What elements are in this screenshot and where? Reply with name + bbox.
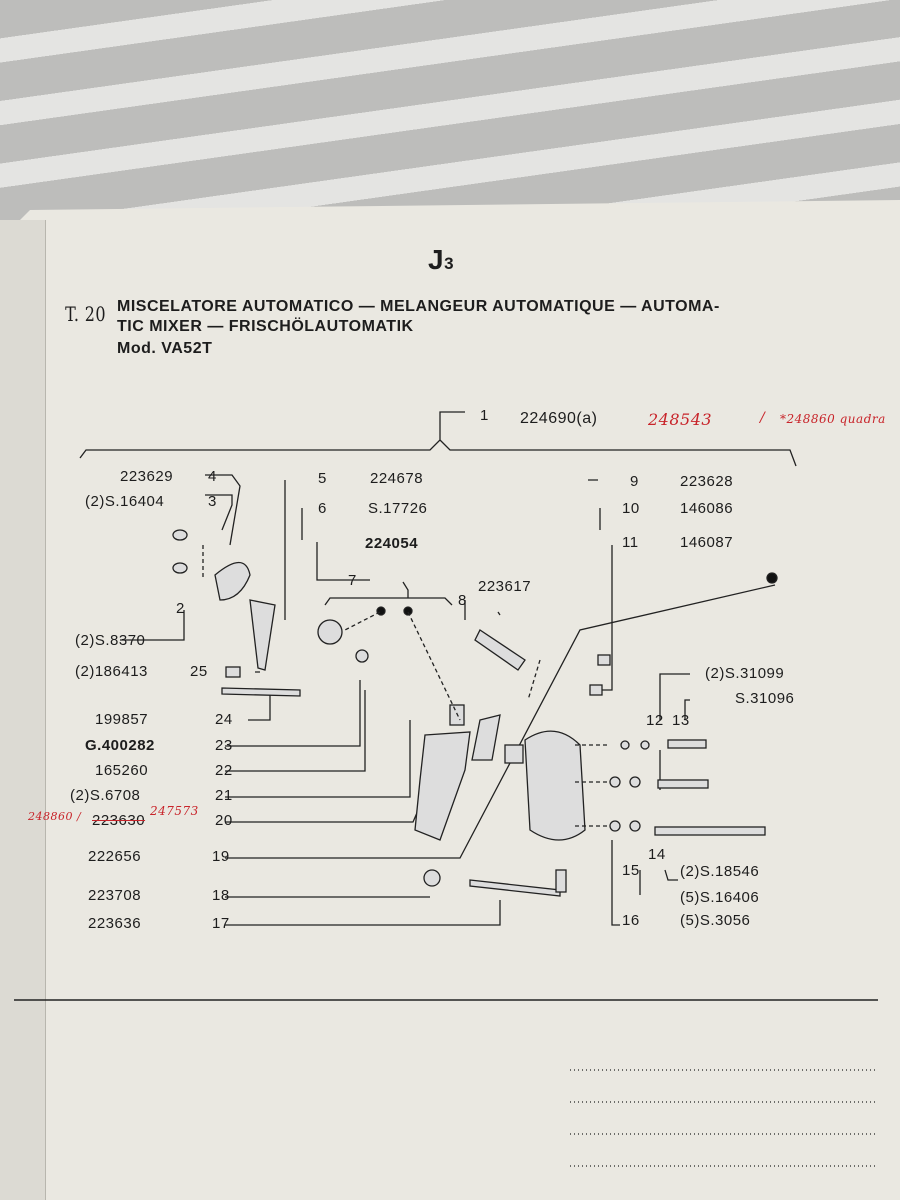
handwritten-note-2: *248860 quadra bbox=[780, 412, 886, 426]
part-code: S.31096 bbox=[735, 690, 795, 707]
part-code: 146086 bbox=[680, 500, 734, 517]
part-code: 223636 bbox=[88, 915, 142, 932]
part-code: 223628 bbox=[680, 473, 734, 490]
facing-page-edge bbox=[0, 220, 46, 1200]
part-code: 223630 bbox=[92, 812, 146, 829]
part-code: (5)S.16406 bbox=[680, 889, 760, 906]
part-number: 19 bbox=[212, 848, 230, 865]
part-number: 7 bbox=[348, 572, 357, 589]
part-number: 15 bbox=[622, 862, 640, 879]
part-code: (2)S.6708 bbox=[70, 787, 141, 804]
part-code: 222656 bbox=[88, 848, 142, 865]
part-code: 224054 bbox=[365, 535, 419, 552]
part-number: 14 bbox=[648, 846, 666, 863]
part-code: 223708 bbox=[88, 887, 142, 904]
table-number: T. 20 bbox=[65, 302, 106, 326]
part-code: 199857 bbox=[95, 711, 149, 728]
part-number: 21 bbox=[215, 787, 233, 804]
part-code: S.17726 bbox=[368, 500, 428, 517]
part-code: 165260 bbox=[95, 762, 149, 779]
part-number: 25 bbox=[190, 663, 208, 680]
assembly-code: 224690(a) bbox=[520, 410, 598, 427]
assembly-number: 1 bbox=[480, 407, 489, 424]
part-code: (2)S.18546 bbox=[680, 863, 760, 880]
handwritten-note-1: 248543 bbox=[648, 410, 713, 429]
page-letter: J3 bbox=[428, 244, 455, 275]
part-number: 11 bbox=[622, 534, 639, 551]
part-code: (2)186413 bbox=[75, 663, 148, 680]
part-number: 9 bbox=[630, 473, 639, 490]
part-number: 3 bbox=[208, 493, 217, 510]
handwritten-note: 248860 / bbox=[28, 810, 82, 823]
part-code: (5)S.3056 bbox=[680, 912, 751, 929]
part-number: 23 bbox=[215, 737, 233, 754]
part-code: 223617 bbox=[478, 578, 532, 595]
title-line-1: MISCELATORE AUTOMATICO — MELANGEUR AUTOM… bbox=[117, 298, 720, 315]
part-code: G.400282 bbox=[85, 737, 155, 754]
part-number: 20 bbox=[215, 812, 233, 829]
part-number: 4 bbox=[208, 468, 217, 485]
part-number: 16 bbox=[622, 912, 640, 929]
part-number: 8 bbox=[458, 592, 467, 609]
part-number: 22 bbox=[215, 762, 233, 779]
handwritten-sep: / bbox=[760, 410, 766, 426]
part-number: 10 bbox=[622, 500, 640, 517]
part-code: 224678 bbox=[370, 470, 424, 487]
part-number: 24 bbox=[215, 711, 233, 728]
part-number: 2 bbox=[176, 600, 185, 617]
catalog-page bbox=[0, 200, 900, 1200]
model: Mod. VA52T bbox=[117, 340, 213, 357]
part-number: 6 bbox=[318, 500, 327, 517]
part-number: 5 bbox=[318, 470, 327, 487]
part-number: 17 bbox=[212, 915, 230, 932]
part-code: (2)S.8370 bbox=[75, 632, 146, 649]
part-code: 223629 bbox=[120, 468, 174, 485]
part-number: 18 bbox=[212, 887, 230, 904]
title-line-2: TIC MIXER — FRISCHÖLAUTOMATIK bbox=[117, 318, 414, 335]
part-code: 146087 bbox=[680, 534, 734, 551]
part-number: 12 bbox=[646, 712, 664, 729]
part-number: 13 bbox=[672, 712, 690, 729]
handwritten-note: 247573 bbox=[150, 804, 199, 818]
part-code: (2)S.16404 bbox=[85, 493, 165, 510]
part-code: (2)S.31099 bbox=[705, 665, 785, 682]
